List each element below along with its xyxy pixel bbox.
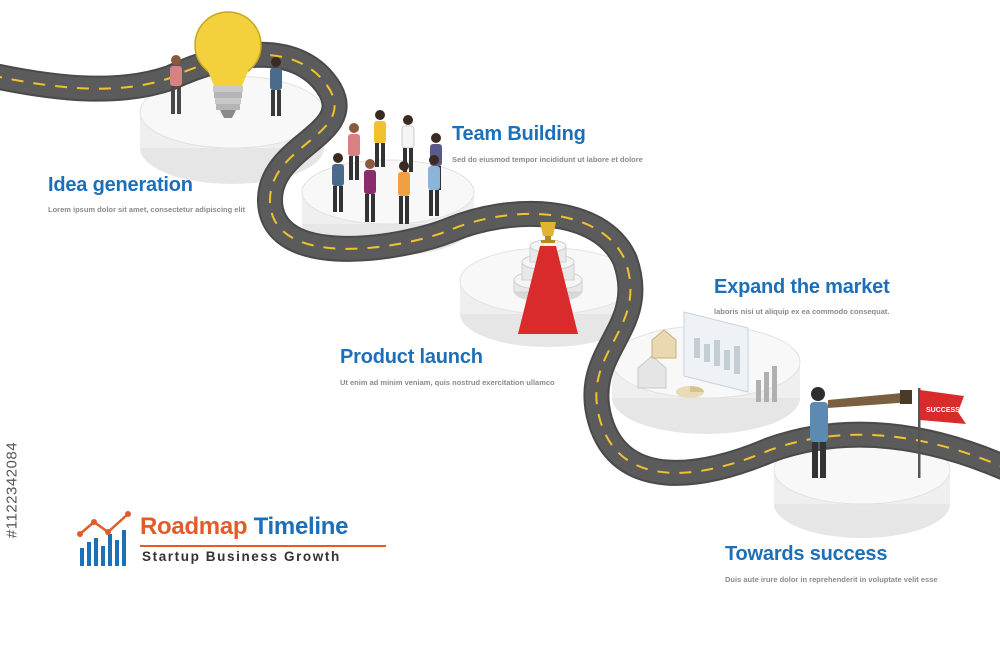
podium-icon <box>513 239 583 334</box>
house-model-icon <box>637 329 677 389</box>
logo-title-word2: Timeline <box>253 513 349 540</box>
step-title-towards-success: Towards success <box>725 543 888 565</box>
stock-id-text: #1122342084 <box>3 441 21 539</box>
logo-title-word1: Roadmap <box>140 513 248 540</box>
step-title-product-launch: Product launch <box>340 346 483 368</box>
logo-subtitle: Startup Business Growth <box>142 549 341 564</box>
step-desc-team-building: Sed do eiusmod tempor incididunt ut labo… <box>452 155 643 164</box>
step-desc-idea-generation: Lorem ipsum dolor sit amet, consectetur … <box>48 205 246 214</box>
step-title-team-building: Team Building <box>452 123 586 145</box>
person-left-icon <box>170 55 182 114</box>
pie-chart-icon <box>676 386 704 398</box>
step-title-idea-generation: Idea generation <box>48 174 193 196</box>
logo-title: Roadmap Timeline <box>140 513 348 541</box>
road-center-line <box>0 53 1000 474</box>
success-flag-icon: SUCCESS <box>918 388 966 478</box>
team-circle-icon <box>332 110 442 224</box>
lightbulb-icon <box>194 11 262 118</box>
step-desc-expand-the-market: laboris nisi ut aliquip ex ea commodo co… <box>714 307 890 316</box>
success-flag-label: SUCCESS <box>926 407 960 414</box>
step-desc-towards-success: Duis aute irure dolor in reprehenderit i… <box>725 575 938 584</box>
person-right-icon <box>270 57 282 116</box>
chart-board-icon <box>683 311 749 393</box>
step-title-expand-the-market: Expand the market <box>714 276 890 298</box>
telescope-man-icon <box>810 387 912 478</box>
growth-chart-logo-icon <box>77 511 131 566</box>
logo-divider <box>140 545 386 547</box>
step-desc-product-launch: Ut enim ad minim veniam, quis nostrud ex… <box>340 378 555 387</box>
stock-id: #1122342084 <box>1 420 23 560</box>
trophy-icon <box>540 222 556 243</box>
bar-chart-icon <box>756 366 777 402</box>
